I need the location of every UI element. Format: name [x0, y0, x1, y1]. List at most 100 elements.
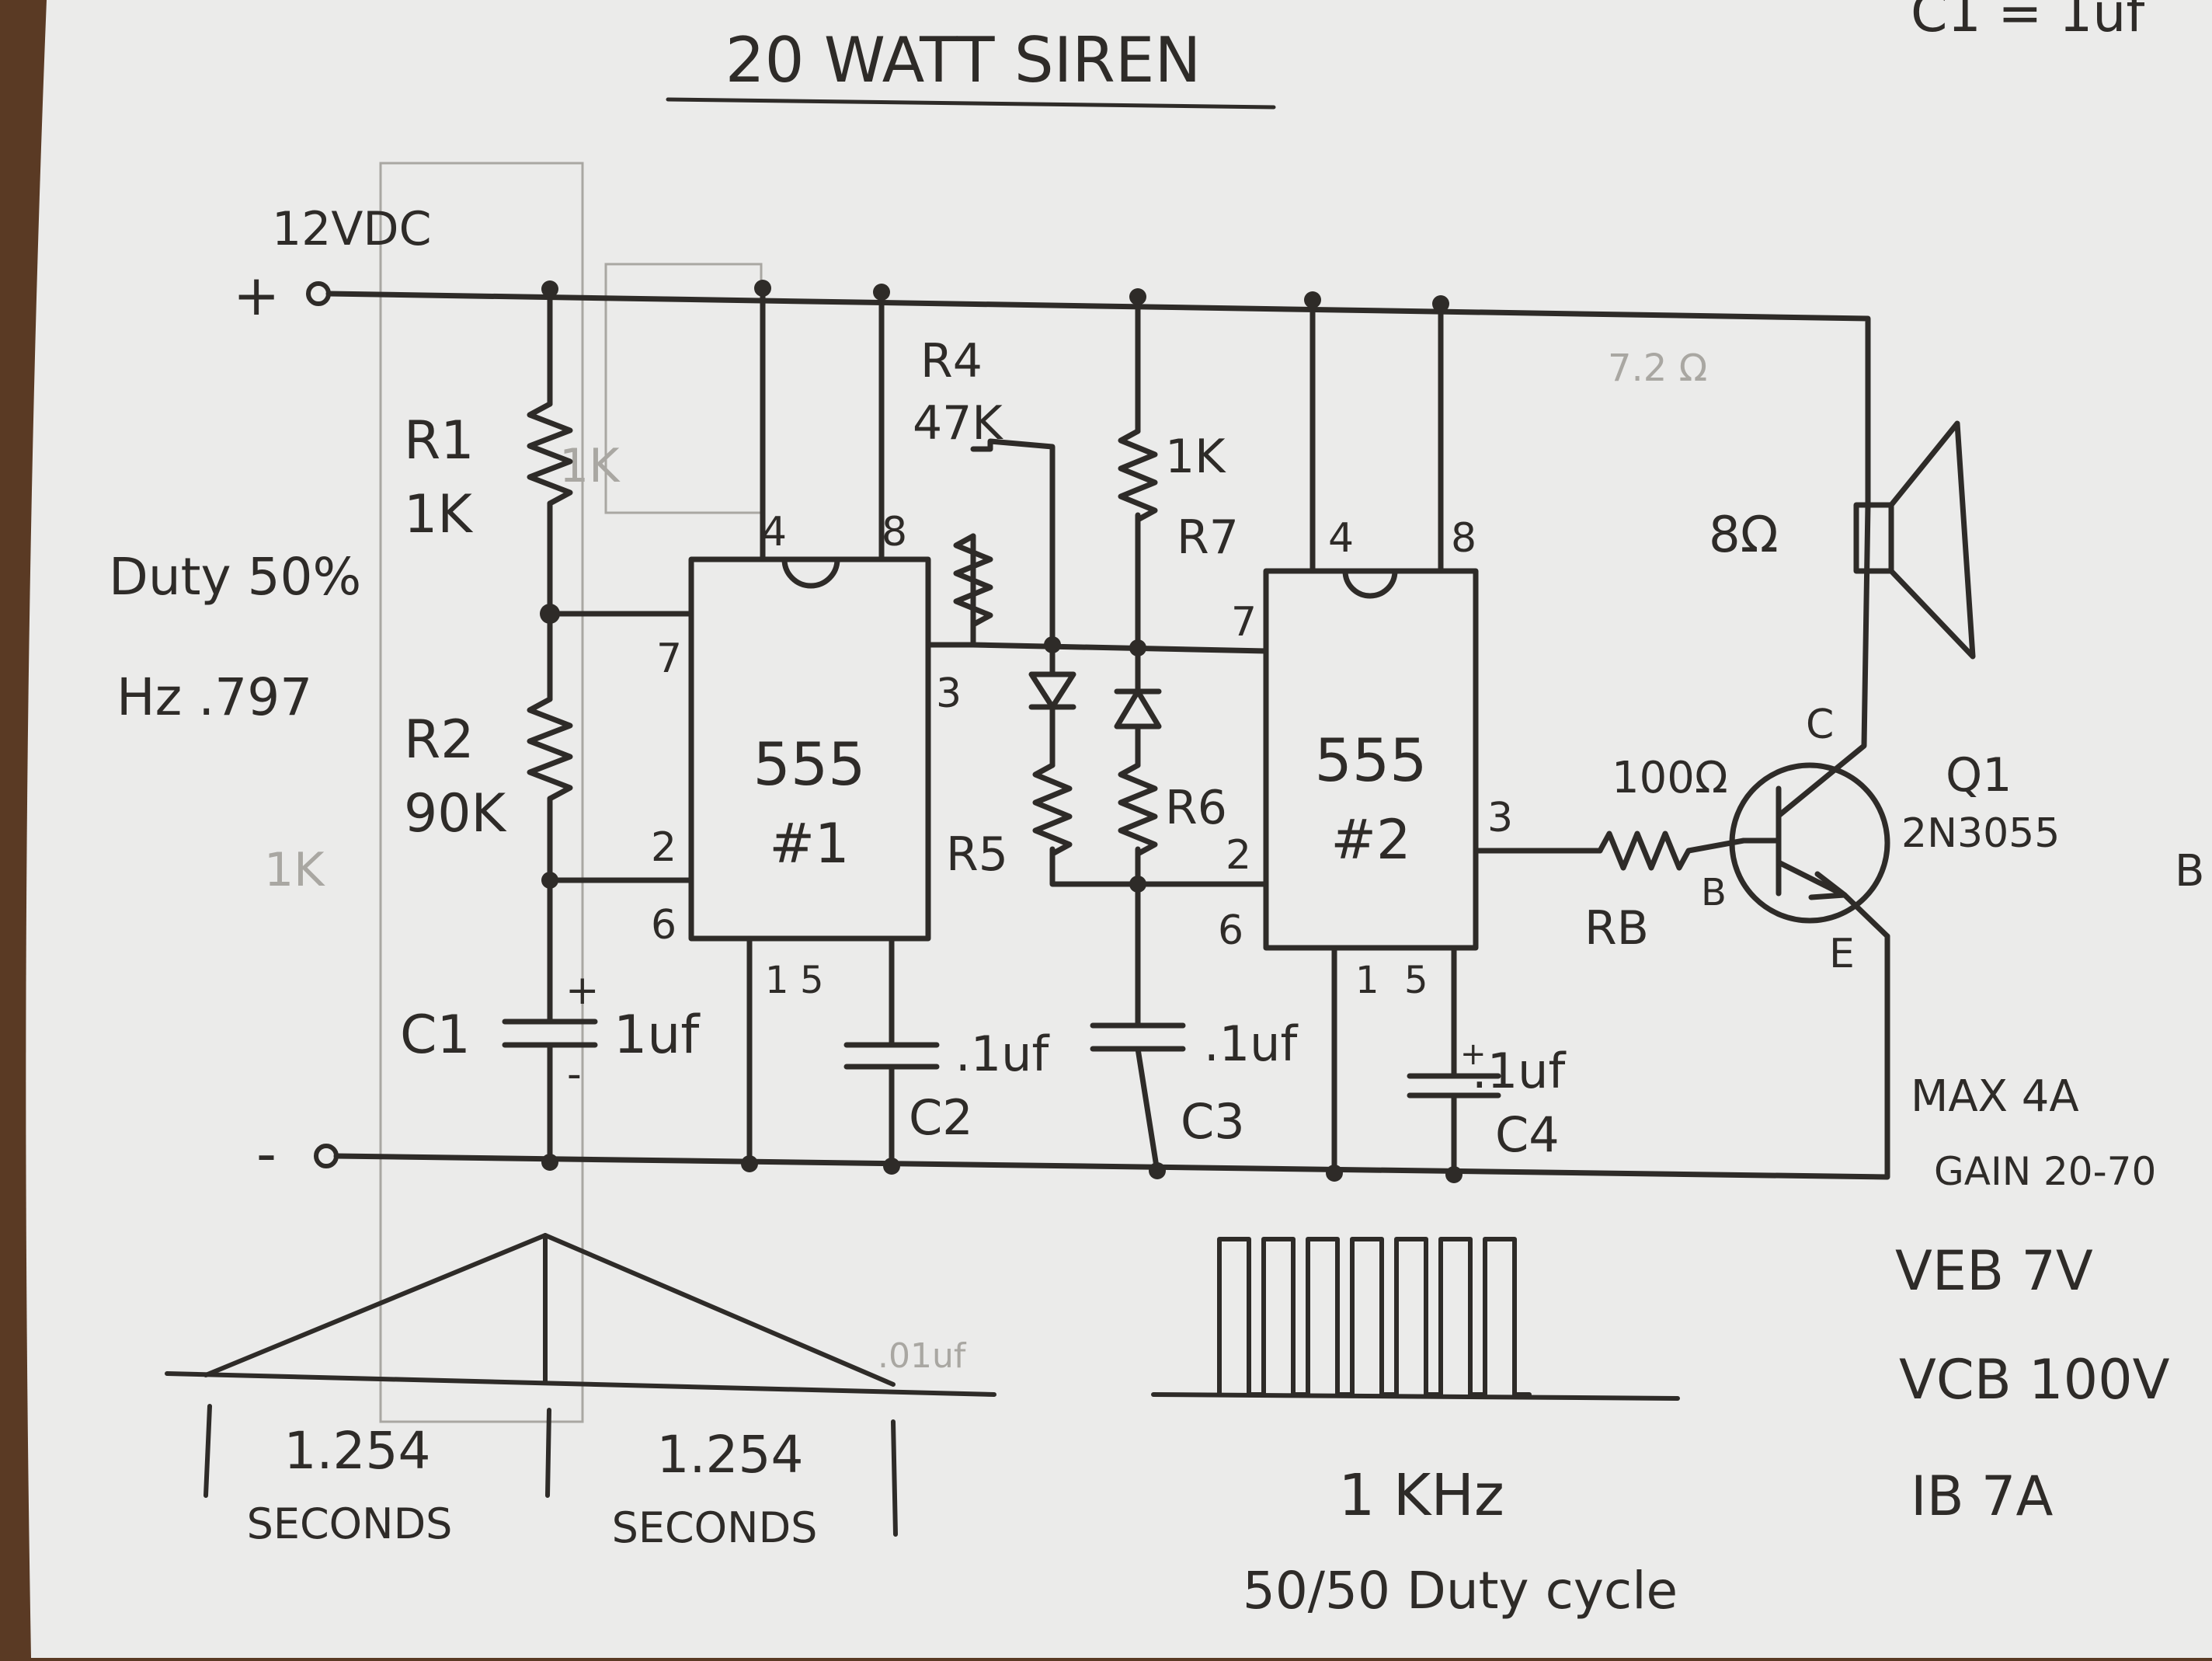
- c4-value: .1uf: [1472, 1043, 1567, 1099]
- ramp-marker-right: [891, 1419, 898, 1537]
- ramp-rise-unit: SECONDS: [247, 1499, 453, 1548]
- ic2-pin-3: 3: [1487, 795, 1513, 841]
- q1-name: Q1: [1946, 748, 2012, 803]
- ic1-chip: [688, 284, 976, 1168]
- ic1-pin-8: 8: [882, 509, 907, 555]
- r5-diode: [1028, 671, 1076, 710]
- ramp-marker-center: [545, 1408, 551, 1498]
- title-underline: [666, 97, 1276, 110]
- spec-vcb: VCB 100V: [1899, 1348, 2170, 1412]
- c4-plus: +: [1460, 1036, 1487, 1072]
- r1-value: 1K: [404, 484, 474, 545]
- speaker-cone: [1888, 420, 1976, 660]
- c2-name: C2: [909, 1089, 973, 1146]
- rb-resistor: [1597, 830, 1747, 871]
- c4-name: C4: [1495, 1106, 1560, 1163]
- q1-base-label: B: [1701, 871, 1727, 914]
- corner-note: C1 = 1uf: [1911, 0, 2146, 44]
- r7-value: 1K: [1165, 430, 1226, 484]
- ic1-pin-6: 6: [651, 902, 676, 949]
- spec-max-current: MAX 4A: [1911, 1071, 2079, 1122]
- ic2-pin-7: 7: [1231, 599, 1257, 646]
- supply-minus-sign: -: [256, 1121, 276, 1186]
- ic2-name: 555: [1314, 726, 1427, 795]
- ramp-marker-left: [203, 1404, 212, 1498]
- c1-plus: +: [565, 967, 600, 1014]
- r6-name: R6: [1165, 781, 1227, 835]
- timing-network-1: [502, 284, 694, 1168]
- ic2-pin-8: 8: [1451, 515, 1476, 562]
- r1-name: R1: [404, 410, 475, 472]
- r7-name: R7: [1177, 510, 1239, 565]
- speaker-value: 8Ω: [1709, 507, 1779, 564]
- svg-text:7.2 Ω: 7.2 Ω: [1608, 346, 1707, 390]
- ic2-pin-5: 5: [1404, 959, 1428, 1002]
- diagram-title: 20 WATT SIREN: [725, 24, 1202, 96]
- ic1-pin-2: 2: [651, 824, 676, 871]
- r4-value: 47K: [913, 396, 1003, 451]
- ic2-number: #2: [1330, 808, 1410, 872]
- ic2-pin-6: 6: [1218, 907, 1243, 954]
- r1-resistor: [527, 401, 573, 507]
- r5-resistor: [1032, 762, 1073, 857]
- ic1-notch: [781, 556, 840, 589]
- square-duty: 50/50 Duty cycle: [1243, 1561, 1678, 1621]
- c3-value: .1uf: [1204, 1015, 1299, 1072]
- ramp-waveform: [165, 1233, 996, 1537]
- ic1-pin-3: 3: [936, 670, 962, 717]
- modulation-network: [953, 288, 1269, 1175]
- ic2-pin-4: 4: [1328, 515, 1354, 562]
- ghost-traces: 1K 1K 7.2 Ω .01uf: [264, 162, 1707, 1423]
- ic1-pin-1: 1: [765, 959, 789, 1002]
- q1-collector-label: C: [1806, 702, 1834, 748]
- r5-name: R5: [946, 827, 1008, 882]
- output-stage: [1597, 420, 1976, 939]
- r4-name: R4: [920, 334, 983, 388]
- q1-transistor: [1729, 762, 1890, 924]
- right-edge-letter: B: [2175, 846, 2204, 897]
- ic1-name: 555: [753, 730, 865, 799]
- spec-ib: IB 7A: [1911, 1464, 2053, 1528]
- spec-gain: GAIN 20-70: [1934, 1149, 2156, 1194]
- rb-name: RB: [1584, 901, 1649, 956]
- svg-text:1K: 1K: [559, 439, 621, 493]
- ic2-pin-1: 1: [1355, 959, 1379, 1002]
- r7-resistor: [1118, 428, 1158, 523]
- square-wave-trace: [1217, 1237, 1532, 1397]
- r2-name: R2: [404, 709, 475, 771]
- rb-value: 100Ω: [1612, 753, 1728, 803]
- ic2-chip: [1263, 296, 1603, 1178]
- ramp-fall-unit: SECONDS: [612, 1503, 818, 1552]
- c1-value: 1uf: [614, 1005, 701, 1066]
- spec-veb: VEB 7V: [1895, 1239, 2093, 1303]
- duty-label: Duty 50%: [109, 547, 361, 607]
- svg-text:1K: 1K: [264, 843, 325, 897]
- frequency-label: Hz .797: [117, 667, 312, 727]
- positive-rail: [325, 291, 1871, 508]
- ic2-pin-2: 2: [1226, 832, 1251, 879]
- supply-voltage-label: 12VDC: [272, 202, 432, 256]
- ground-rail: [333, 933, 1890, 1180]
- ramp-rise-time: 1.254: [284, 1421, 431, 1481]
- svg-text:.01uf: .01uf: [878, 1336, 967, 1376]
- c1-minus: -: [567, 1051, 582, 1098]
- c3-name: C3: [1181, 1093, 1245, 1150]
- ic1-pin-7: 7: [656, 635, 682, 682]
- r2-resistor: [527, 696, 573, 802]
- c1-name: C1: [400, 1005, 471, 1066]
- square-frequency: 1 KHz: [1338, 1462, 1504, 1529]
- q1-part: 2N3055: [1901, 810, 2060, 857]
- q1-emitter-label: E: [1829, 931, 1855, 977]
- ic1-pin-4: 4: [761, 509, 787, 555]
- junction-dots: [540, 280, 1462, 1183]
- supply-plus-sign: +: [233, 263, 280, 328]
- c2-value: .1uf: [955, 1026, 1050, 1082]
- square-waveform: [1151, 1237, 1680, 1401]
- ramp-fall-time: 1.254: [657, 1425, 804, 1485]
- r6-resistor: [1118, 762, 1158, 857]
- r4-resistor: [953, 533, 993, 628]
- r2-value: 90K: [404, 783, 508, 844]
- ic2-notch: [1342, 568, 1398, 599]
